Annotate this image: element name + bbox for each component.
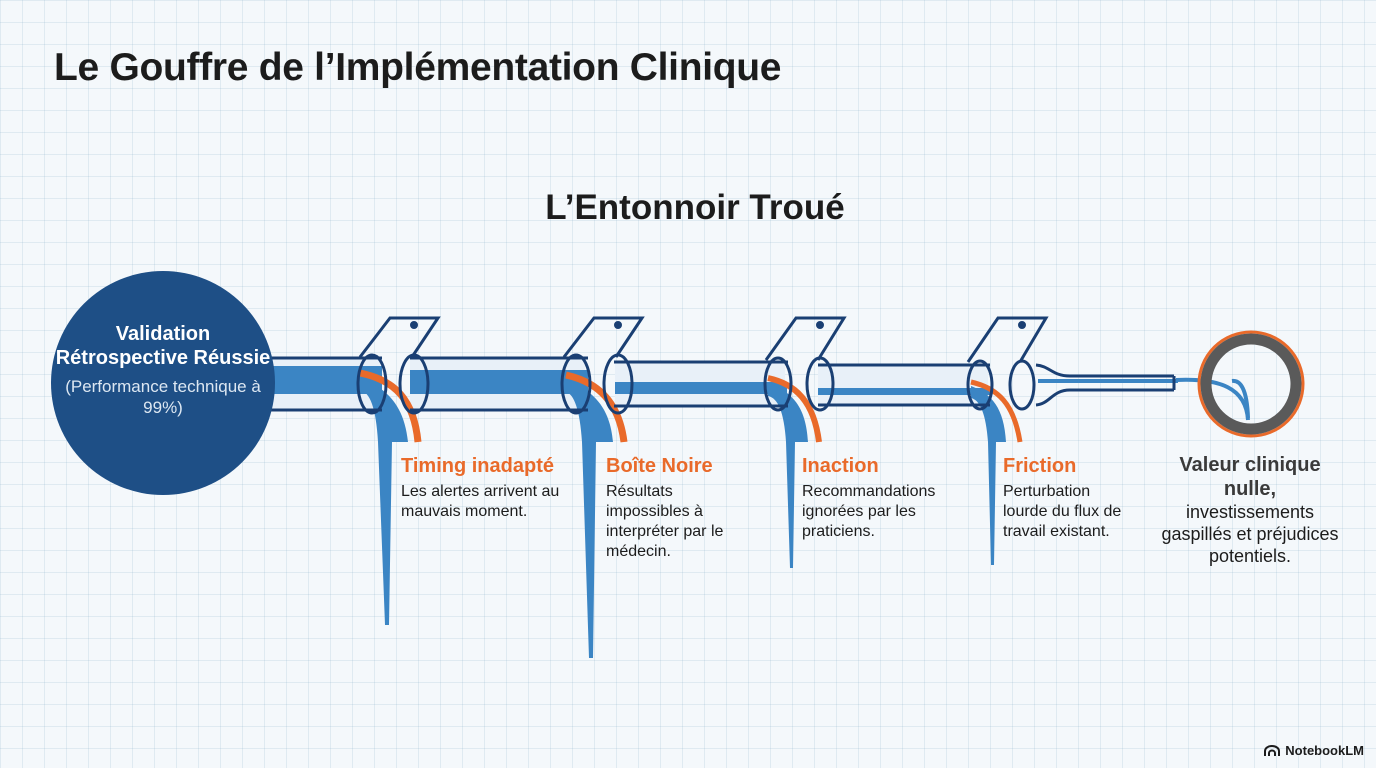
start-title: Validation Rétrospective Réussie [55, 323, 271, 369]
notebooklm-logo-icon [1264, 744, 1281, 756]
funnel-title: L’Entonnoir Troué [545, 188, 845, 227]
leak-accent [970, 379, 1023, 443]
leak-accent [767, 375, 822, 443]
end-drip [1231, 378, 1250, 419]
water-flow [818, 388, 990, 395]
leak-description: Les alertes arrivent au mauvais moment. [401, 483, 560, 520]
leak-black-box: Boîte Noire Résultats impossibles à inte… [606, 453, 786, 562]
water-flow [410, 370, 588, 394]
start-circle [51, 271, 275, 495]
end-ring [1200, 333, 1302, 435]
leak-description: Résultats impossibles à interpréter par … [606, 483, 724, 560]
leak-inaction: Inaction Recommandations ignorées par le… [802, 453, 982, 542]
pipe-joint [966, 316, 1049, 411]
leak-title: Timing inadapté [401, 455, 554, 477]
pipe-segment-interior [818, 365, 988, 405]
leak-title: Boîte Noire [606, 455, 713, 477]
leak-friction: Friction Perturbation lourde du flux de … [1003, 453, 1183, 542]
notebooklm-watermark: NotebookLM [1264, 743, 1364, 758]
start-label: Validation Rétrospective Réussie (Perfor… [52, 322, 274, 418]
leak-description: Recommandations ignorées par les pratici… [802, 483, 936, 540]
pipe-joint [560, 316, 645, 415]
water-flow [1038, 379, 1178, 383]
end-label: Valeur clinique nulle, investissements g… [1160, 453, 1340, 567]
pipe-outline [262, 356, 1176, 412]
end-description: investissements gaspillés et préjudices … [1161, 502, 1339, 566]
end-ring-outer [1197, 330, 1305, 438]
water-flow [615, 382, 787, 394]
leak-description: Perturbation lourde du flux de travail e… [1003, 483, 1122, 540]
leak-title: Friction [1003, 455, 1077, 477]
leak-waterfall [971, 386, 1006, 565]
watermark-text: NotebookLM [1285, 743, 1364, 758]
leak-title: Inaction [802, 455, 879, 477]
pipe-joint [763, 316, 847, 412]
page-title: Le Gouffre de l’Implémentation Clinique [54, 46, 782, 89]
leak-waterfall [768, 383, 808, 568]
start-subtitle: (Performance technique à 99%) [65, 377, 261, 417]
leak-waterfall [360, 378, 408, 625]
leak-timing: Timing inadapté Les alertes arrivent au … [401, 453, 581, 522]
leak-waterfall [566, 380, 613, 658]
end-title: Valeur clinique nulle, [1179, 454, 1321, 500]
pipe-joint [356, 316, 441, 415]
